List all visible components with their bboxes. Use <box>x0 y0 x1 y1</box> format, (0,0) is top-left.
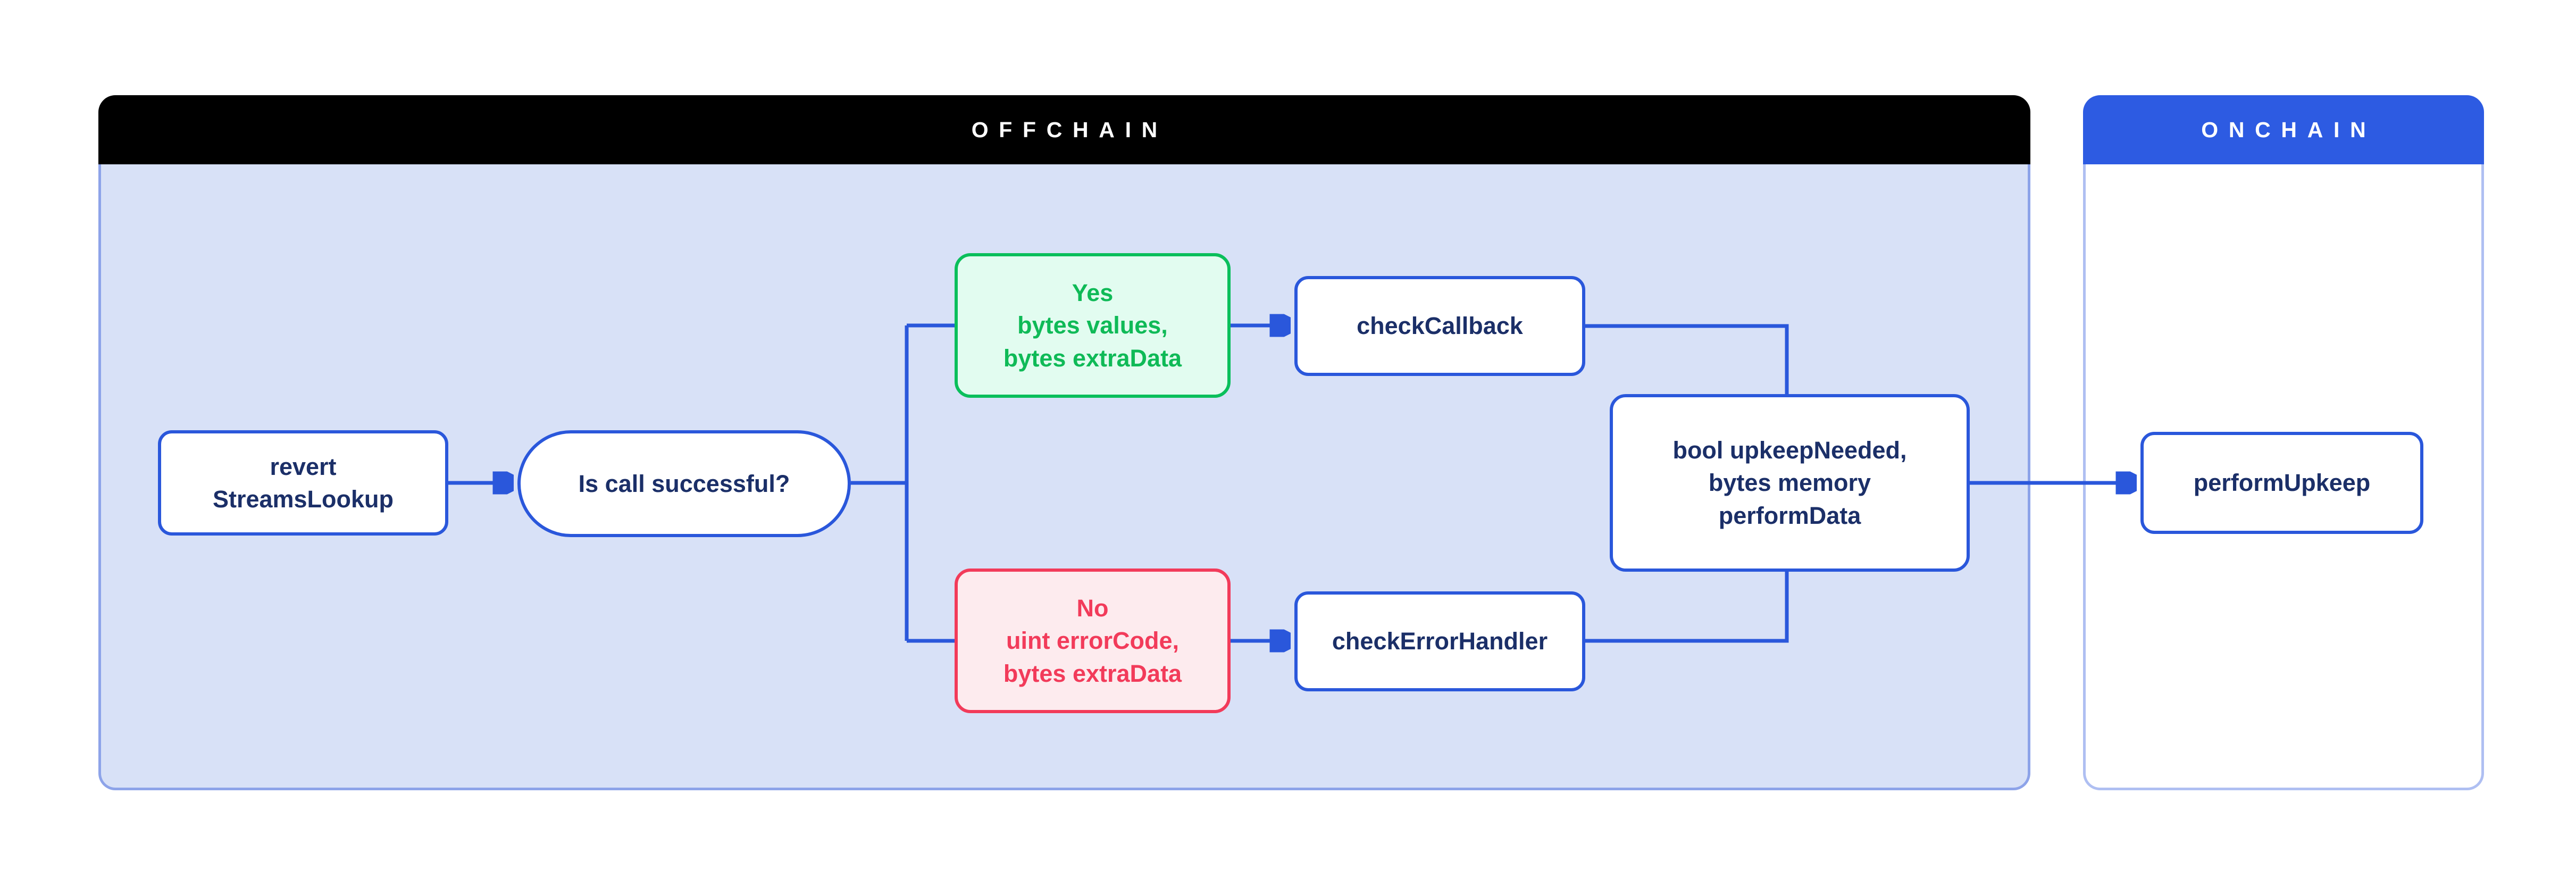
node-revert-streams-lookup: revert StreamsLookup <box>158 430 448 536</box>
node-label: checkCallback <box>1357 312 1523 340</box>
node-is-call-successful: Is call successful? <box>517 430 851 537</box>
node-yes-branch: Yes bytes values, bytes extraData <box>955 253 1231 398</box>
offchain-header: OFFCHAIN <box>98 95 2030 164</box>
node-perform-data: bool upkeepNeeded, bytes memory performD… <box>1610 394 1970 572</box>
offchain-title: OFFCHAIN <box>971 117 1168 142</box>
onchain-header: ONCHAIN <box>2083 95 2484 164</box>
node-check-callback: checkCallback <box>1294 276 1585 376</box>
node-label: No uint errorCode, bytes extraData <box>1003 595 1182 687</box>
node-perform-upkeep: performUpkeep <box>2140 432 2423 534</box>
node-label: revert StreamsLookup <box>212 453 394 513</box>
node-label: checkErrorHandler <box>1332 628 1548 655</box>
node-check-error-handler: checkErrorHandler <box>1294 591 1585 691</box>
node-label: Is call successful? <box>578 470 790 497</box>
node-label: bool upkeepNeeded, bytes memory performD… <box>1672 437 1907 529</box>
onchain-title: ONCHAIN <box>2201 117 2377 142</box>
node-no-branch: No uint errorCode, bytes extraData <box>955 569 1231 713</box>
node-label: Yes bytes values, bytes extraData <box>1003 279 1182 372</box>
node-label: performUpkeep <box>2193 469 2371 497</box>
